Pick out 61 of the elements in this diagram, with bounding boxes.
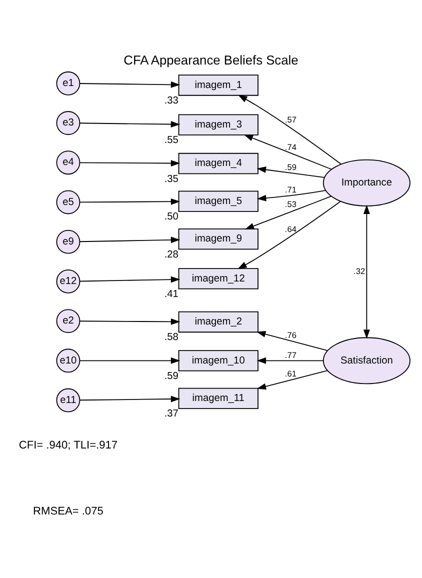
edge-label: .77: [284, 350, 296, 360]
arrow: [238, 200, 342, 269]
node-label: .28: [164, 248, 178, 260]
node-label: .33: [164, 94, 178, 106]
node-label: .59: [164, 370, 178, 382]
arrow: [79, 318, 180, 324]
node-label: .41: [164, 288, 178, 300]
arrow: [79, 356, 180, 364]
edge-label: .59: [284, 162, 296, 172]
arrow: [238, 94, 342, 164]
node-box: imagem_12: [178, 268, 258, 289]
node-circle: e12: [56, 268, 80, 293]
diagram-title: CFA Appearance Beliefs Scale: [124, 52, 298, 68]
node-circle: e1: [56, 70, 80, 95]
arrow: [256, 370, 328, 390]
edge-label: .61: [284, 368, 296, 378]
edge-label: .53: [284, 198, 296, 209]
edge-label: .32: [354, 265, 366, 276]
node-label: .35: [164, 173, 178, 184]
node-label: .50: [164, 211, 178, 222]
node-box: imagem_3: [178, 114, 258, 135]
node-box: imagem_9: [178, 228, 258, 250]
edge-label: .57: [284, 114, 296, 124]
label: RMSEA= .075: [33, 505, 104, 518]
node-circle: e9: [56, 229, 80, 254]
arrow: [244, 195, 332, 229]
node-circle: e10: [56, 348, 80, 372]
edge-label: .71: [284, 184, 296, 194]
arrow: [363, 204, 370, 338]
node-box: imagem_10: [178, 350, 258, 371]
node-circle: e11: [56, 388, 80, 412]
arrow: [256, 166, 325, 178]
node-box: imagem_11: [178, 387, 258, 409]
arrow: [256, 189, 326, 201]
arrow: [79, 120, 180, 127]
node-box: imagem_4: [178, 152, 258, 174]
arrow: [256, 356, 324, 364]
arrow: [256, 330, 328, 351]
node-box: imagem_5: [178, 190, 258, 212]
node-circle: e3: [56, 110, 80, 134]
edge-label: .74: [284, 141, 296, 152]
node-ellipse: Satisfaction: [322, 336, 410, 384]
node-circle: e2: [56, 308, 80, 333]
node-ellipse: Importance: [322, 158, 410, 206]
arrow: [79, 276, 180, 282]
node-label: .58: [164, 332, 178, 343]
arrow: [79, 160, 180, 166]
node-label: .55: [164, 134, 178, 146]
arrow: [79, 395, 180, 402]
label: CFI= .940; TLI=.917: [18, 438, 118, 451]
arrow: [79, 198, 180, 204]
arrow: [79, 236, 180, 243]
node-label: .37: [164, 408, 178, 420]
node-box: imagem_2: [178, 310, 258, 332]
edge-label: .64: [284, 223, 296, 234]
arrow: [79, 80, 180, 88]
edge-label: .76: [284, 329, 296, 340]
node-circle: e4: [56, 150, 80, 174]
node-circle: e5: [56, 190, 80, 214]
arrow: [244, 134, 332, 170]
node-box: imagem_1: [178, 74, 258, 96]
